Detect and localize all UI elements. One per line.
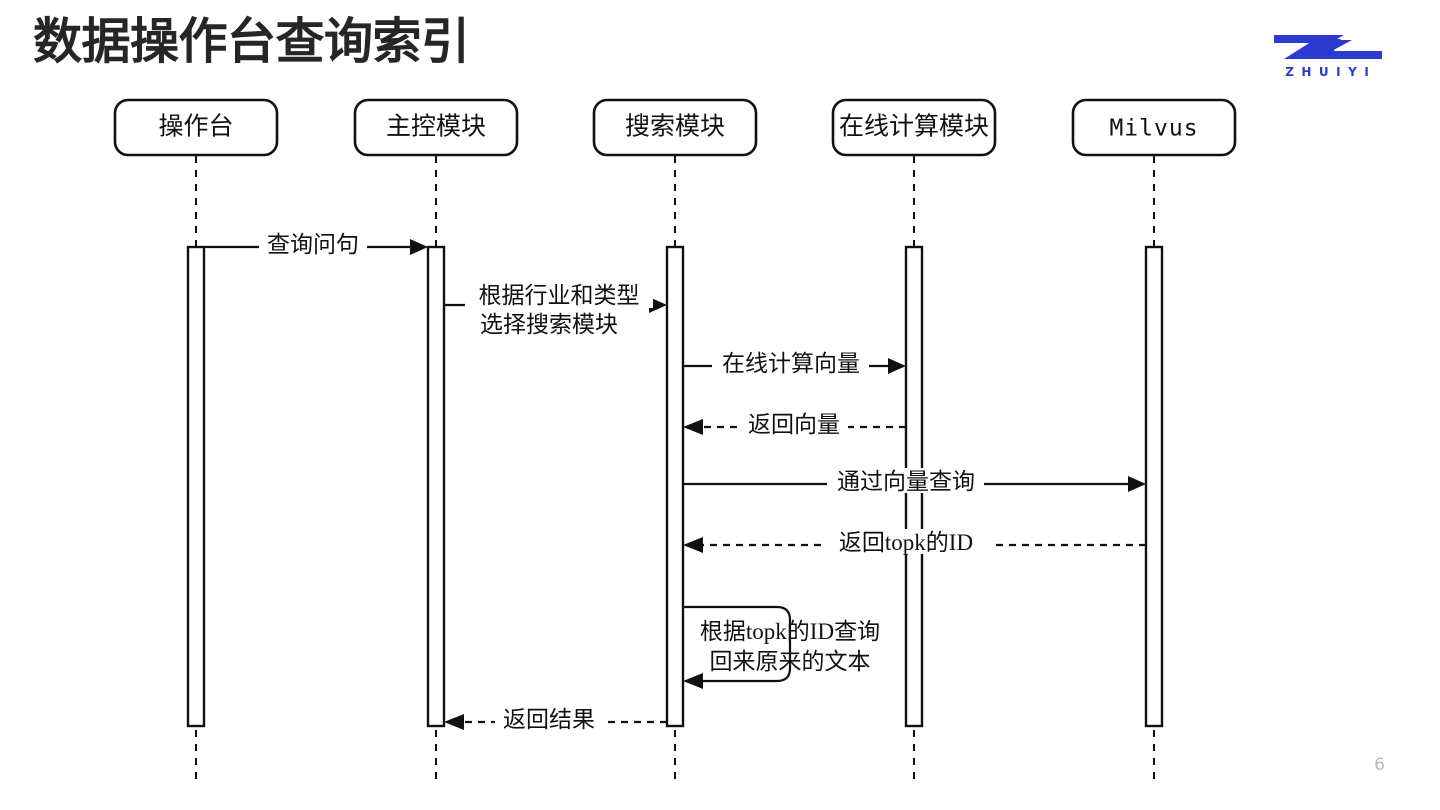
page-number: 6 bbox=[1374, 755, 1385, 775]
participant-label: 在线计算模块 bbox=[839, 113, 989, 141]
participant-box bbox=[831, 98, 997, 157]
participant-boxes: 操作台 主控模块 搜索模块 在线计算模块 Milvus bbox=[113, 98, 1237, 157]
message-label-line-2: 选择搜索模块 bbox=[480, 312, 618, 337]
message-label-line-1: 根据行业和类型 bbox=[479, 283, 640, 308]
activation-console bbox=[186, 245, 206, 728]
label-backdrop bbox=[465, 284, 653, 308]
participant-label: 主控模块 bbox=[386, 113, 486, 141]
arrow-head-right bbox=[1128, 476, 1146, 492]
activation-milvus bbox=[1144, 245, 1164, 728]
participant-console[interactable]: 操作台 bbox=[113, 98, 279, 157]
participant-box bbox=[353, 98, 519, 157]
participant-box bbox=[1071, 98, 1237, 157]
message-label: 在线计算向量 bbox=[722, 351, 860, 376]
message-label: 返回结果 bbox=[503, 707, 595, 732]
participant-label: Milvus bbox=[1109, 116, 1198, 142]
message-query-sentence[interactable]: 查询问句 bbox=[204, 231, 428, 257]
message-query-by-vector[interactable]: 通过向量查询 bbox=[683, 468, 1146, 494]
label-backdrop bbox=[712, 350, 869, 375]
arrow-head-left bbox=[683, 419, 703, 435]
message-self-loop-path bbox=[683, 605, 792, 683]
participant-label: 操作台 bbox=[158, 113, 233, 141]
participant-online[interactable]: 在线计算模块 bbox=[831, 98, 997, 157]
participant-label: 搜索模块 bbox=[625, 113, 725, 141]
page-title: 数据操作台查询索引 bbox=[33, 13, 470, 70]
message-label: 返回向量 bbox=[748, 412, 840, 437]
participant-milvus[interactable]: Milvus bbox=[1071, 98, 1237, 157]
message-label-line-1: 根据topk的ID查询 bbox=[700, 619, 880, 644]
message-self-lookup-original-text[interactable]: 根据topk的ID查询 回来原来的文本 bbox=[683, 605, 880, 689]
participant-box bbox=[592, 98, 758, 157]
label-backdrop bbox=[259, 231, 367, 256]
label-backdrop bbox=[822, 529, 990, 554]
label-backdrop bbox=[827, 468, 984, 493]
arrow-head-right bbox=[410, 239, 428, 255]
message-label-line-2: 回来原来的文本 bbox=[710, 649, 871, 674]
message-return-vector[interactable]: 返回向量 bbox=[683, 411, 906, 437]
label-backdrop bbox=[495, 706, 603, 731]
arrow-head-right bbox=[649, 297, 667, 313]
message-label: 返回topk的ID bbox=[839, 530, 973, 555]
participant-search[interactable]: 搜索模块 bbox=[592, 98, 758, 157]
label-backdrop bbox=[740, 411, 848, 436]
activation-control bbox=[426, 245, 446, 728]
participant-control[interactable]: 主控模块 bbox=[353, 98, 519, 157]
message-select-search-module[interactable]: 根据行业和类型 选择搜索模块 bbox=[444, 283, 667, 337]
message-label: 查询问句 bbox=[267, 232, 359, 257]
participant-box bbox=[113, 98, 279, 157]
arrow-head-right bbox=[888, 358, 906, 374]
brand-logo: ZHUIYI bbox=[1262, 30, 1392, 86]
message-return-result[interactable]: 返回结果 bbox=[444, 706, 667, 732]
message-label: 通过向量查询 bbox=[837, 469, 975, 494]
message-return-topk-ids[interactable]: 返回topk的ID bbox=[683, 529, 1146, 555]
activation-bars bbox=[186, 245, 1164, 728]
brand-wordmark: ZHUIYI bbox=[1285, 65, 1377, 79]
activation-search bbox=[665, 245, 685, 728]
zhuiyi-z-mark-icon bbox=[1270, 30, 1388, 64]
arrow-head-left bbox=[444, 714, 464, 730]
arrow-head-left bbox=[683, 673, 703, 689]
message-online-compute-vector[interactable]: 在线计算向量 bbox=[683, 350, 906, 376]
arrow-head-left bbox=[683, 537, 703, 553]
